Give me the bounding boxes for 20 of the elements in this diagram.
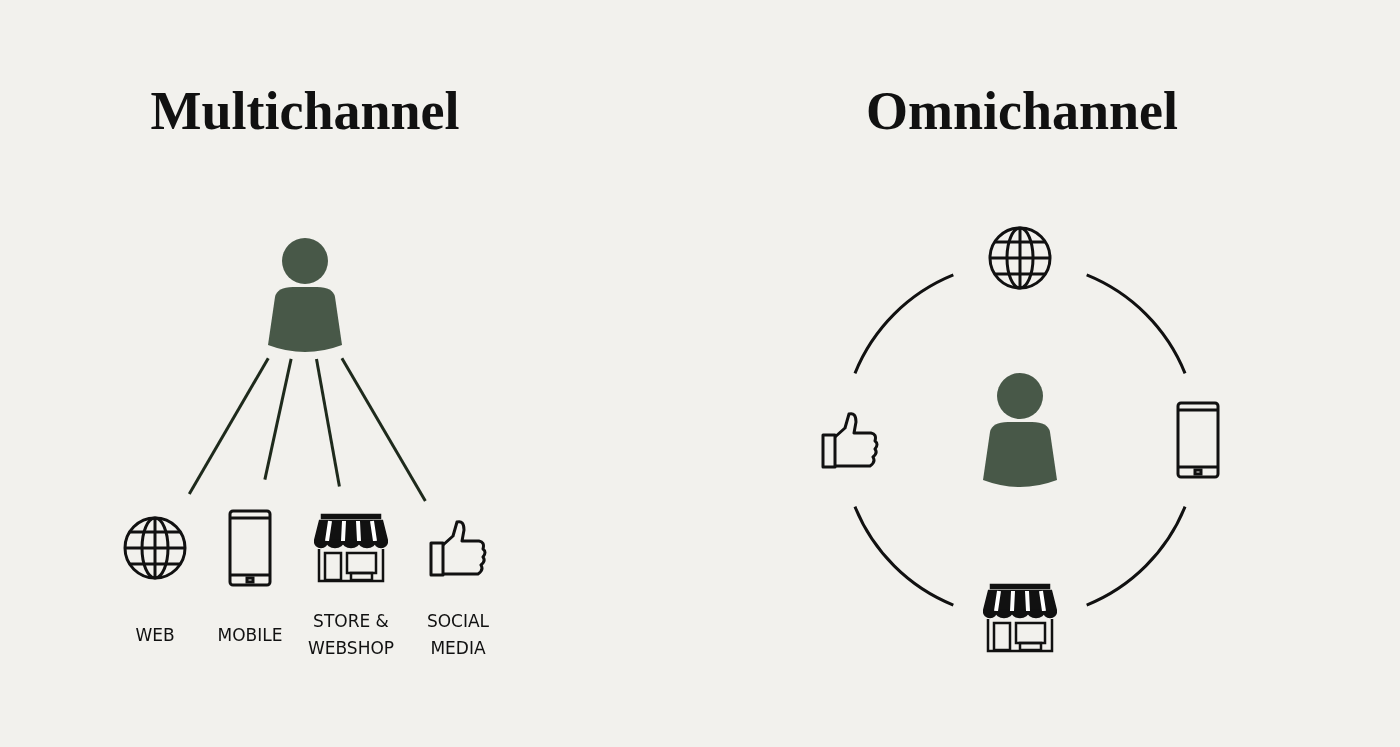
channel-label: WEB — [134, 623, 176, 647]
store-icon — [983, 583, 1057, 653]
connector-line — [263, 358, 293, 480]
heading: Omnichannel — [864, 80, 1180, 142]
connector-line — [340, 357, 427, 502]
thumb-icon — [821, 410, 879, 470]
arc-connector — [853, 273, 954, 374]
person-icon — [980, 372, 1060, 488]
heading: Multichannel — [149, 80, 461, 142]
arc-connector — [1086, 273, 1187, 374]
arc-connector — [853, 506, 954, 607]
person-icon — [265, 237, 345, 353]
globe-icon — [987, 225, 1053, 291]
arc-connector — [1086, 506, 1187, 607]
phone-icon — [1176, 401, 1220, 479]
channel-label: SOCIAL MEDIA — [425, 610, 491, 660]
connector-line — [187, 357, 270, 495]
channel-label: MOBILE — [216, 623, 284, 647]
channel-label: STORE & WEBSHOP — [306, 610, 396, 660]
connector-line — [315, 358, 341, 487]
